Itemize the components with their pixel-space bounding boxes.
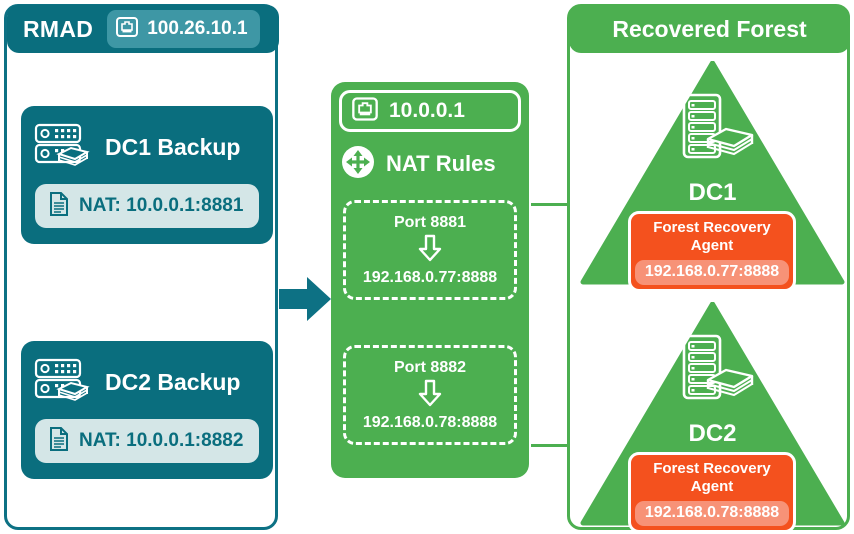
- nat-ip-value: 10.0.0.1: [389, 99, 465, 122]
- rmad-title: RMAD: [23, 15, 94, 42]
- dc1-node[interactable]: DC1 Forest Recovery Agent 192.168.0.77:8…: [580, 61, 845, 292]
- rmad-header: RMAD 100.26.10.1: [7, 5, 279, 53]
- port-rule-1-target: 192.168.0.77:8888: [362, 268, 498, 286]
- nat-panel: 10.0.0.1 NAT Rules Port 8881: [331, 82, 529, 478]
- port-rule-2-port: Port 8882: [393, 358, 467, 376]
- rmad-ip-value: 100.26.10.1: [147, 18, 248, 39]
- server-backup-icon: [33, 355, 95, 410]
- recovered-forest-title: Recovered Forest: [612, 15, 807, 42]
- dc1-agent-ip: 192.168.0.77:8888: [635, 260, 789, 285]
- dc1-nat-value: NAT: 10.0.0.1:8881: [79, 195, 244, 216]
- server-backup-icon: [33, 120, 95, 175]
- dc1-backup-card[interactable]: DC1 Backup NAT: 10.0.0.1:8881: [21, 106, 273, 244]
- nat-ip-badge: 10.0.0.1: [339, 90, 521, 132]
- dc1-backup-header: DC1 Backup: [21, 116, 273, 178]
- dc2-label: DC2: [688, 420, 737, 447]
- ethernet-port-icon: [115, 15, 139, 44]
- document-icon: [48, 191, 70, 222]
- document-icon: [48, 426, 70, 457]
- nat-router-icon: [341, 145, 375, 184]
- recovered-forest-header: Recovered Forest: [569, 5, 850, 53]
- ethernet-port-icon: [351, 95, 379, 128]
- recovered-forest-panel: Recovered Forest: [567, 4, 850, 533]
- port-rule-2-target: 192.168.0.78:8888: [362, 413, 498, 431]
- dc1-backup-label: DC1 Backup: [105, 133, 241, 160]
- down-arrow-icon: [417, 379, 443, 412]
- dc2-agent-title: Forest Recovery Agent: [653, 460, 771, 495]
- dc2-nat-value: NAT: 10.0.0.1:8882: [79, 430, 244, 451]
- dc2-backup-header: DC2 Backup: [21, 351, 273, 413]
- port-rule-8881: Port 8881 192.168.0.77:8888: [343, 200, 517, 300]
- rmad-panel: RMAD 100.26.10.1: [4, 4, 279, 530]
- dc2-forest-recovery-agent[interactable]: Forest Recovery Agent 192.168.0.78:8888: [628, 452, 796, 533]
- nat-rules-header: NAT Rules: [341, 142, 521, 186]
- rmad-ip-badge: 100.26.10.1: [107, 10, 260, 48]
- dc1-forest-recovery-agent[interactable]: Forest Recovery Agent 192.168.0.77:8888: [628, 211, 796, 292]
- nat-rules-title: NAT Rules: [386, 151, 496, 176]
- server-rack-books-icon: [580, 91, 845, 171]
- port-rule-1-port: Port 8881: [393, 213, 467, 231]
- dc1-label: DC1: [688, 179, 737, 206]
- dc1-nat-badge: NAT: 10.0.0.1:8881: [35, 184, 259, 228]
- dc2-nat-badge: NAT: 10.0.0.1:8882: [35, 419, 259, 463]
- dc2-node[interactable]: DC2 Forest Recovery Agent 192.168.0.78:8…: [580, 302, 845, 533]
- server-rack-books-icon: [580, 332, 845, 412]
- right-block-arrow-icon: [277, 270, 333, 328]
- dc1-agent-title: Forest Recovery Agent: [653, 219, 771, 254]
- dc2-backup-label: DC2 Backup: [105, 368, 241, 395]
- down-arrow-icon: [417, 234, 443, 267]
- dc2-backup-card[interactable]: DC2 Backup NAT: 10.0.0.1:8882: [21, 341, 273, 479]
- dc2-agent-ip: 192.168.0.78:8888: [635, 501, 789, 526]
- port-rule-8882: Port 8882 192.168.0.78:8888: [343, 345, 517, 445]
